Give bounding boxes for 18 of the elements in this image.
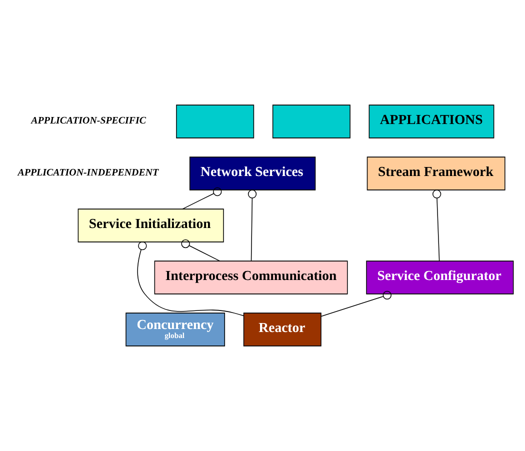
label: APPLICATION-INDEPENDENT xyxy=(18,167,159,178)
connector xyxy=(432,190,442,262)
connector xyxy=(320,290,392,317)
label: APPLICATION-SPECIFIC xyxy=(31,115,146,126)
node-box: Stream Framework xyxy=(366,156,506,190)
connector xyxy=(181,239,220,262)
connector xyxy=(137,241,244,316)
node-box: Interprocess Communication xyxy=(154,260,348,294)
node-box xyxy=(176,104,254,138)
connector xyxy=(182,187,222,210)
node-box: Concurrency global xyxy=(126,312,226,346)
connector xyxy=(248,190,257,262)
node-box: Reactor xyxy=(243,312,322,346)
node-box: APPLICATIONS xyxy=(368,104,494,138)
node-box: Network Services xyxy=(189,156,316,190)
node-box xyxy=(272,104,350,138)
node-box: Service Initialization xyxy=(78,208,224,242)
node-box: Service Configurator xyxy=(366,260,514,294)
